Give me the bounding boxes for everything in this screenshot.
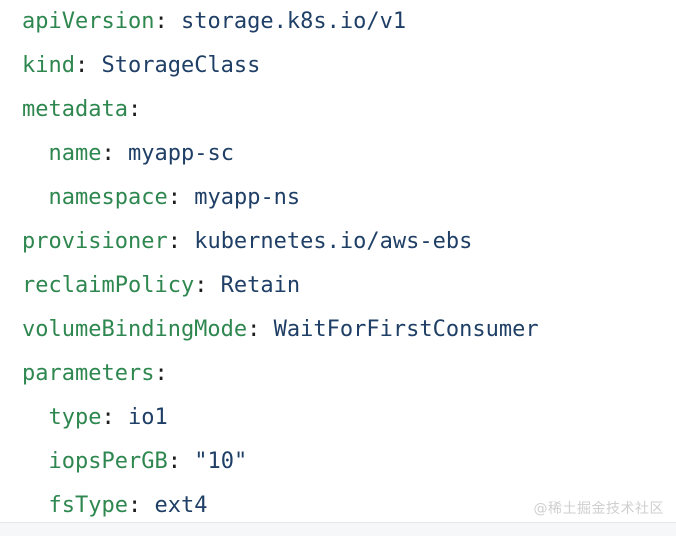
code-line: reclaimPolicy: Retain — [0, 264, 676, 308]
code-line: type: io1 — [0, 396, 676, 440]
code-indent — [22, 405, 49, 430]
yaml-key: volumeBindingMode — [22, 317, 248, 342]
code-line: parameters: — [0, 352, 676, 396]
yaml-key: fsType — [48, 493, 128, 518]
yaml-colon: : — [167, 185, 181, 210]
yaml-key: metadata — [22, 97, 128, 122]
yaml-colon: : — [154, 361, 168, 386]
yaml-key: reclaimPolicy — [22, 273, 195, 298]
code-line: name: myapp-sc — [0, 132, 676, 176]
yaml-key: apiVersion — [22, 9, 155, 34]
yaml-key: namespace — [48, 185, 168, 210]
yaml-value: myapp-sc — [114, 141, 234, 166]
yaml-colon: : — [101, 405, 115, 430]
yaml-value: "10" — [180, 449, 248, 474]
yaml-colon: : — [247, 317, 261, 342]
code-line: namespace: myapp-ns — [0, 176, 676, 220]
yaml-key: provisioner — [22, 229, 168, 254]
code-line: iopsPerGB: "10" — [0, 440, 676, 484]
yaml-value: myapp-ns — [180, 185, 301, 210]
yaml-key: iopsPerGB — [48, 449, 168, 474]
code-indent — [22, 449, 49, 474]
code-line: metadata: — [0, 88, 676, 132]
bottom-bar — [0, 522, 676, 536]
code-indent — [22, 493, 49, 518]
yaml-value: kubernetes.io/aws-ebs — [180, 229, 473, 254]
code-line: kind: StorageClass — [0, 44, 676, 88]
yaml-key: type — [48, 405, 102, 430]
yaml-colon: : — [194, 273, 208, 298]
yaml-value: WaitForFirstConsumer — [260, 317, 539, 342]
yaml-value: storage.k8s.io/v1 — [167, 9, 407, 34]
yaml-colon: : — [127, 493, 142, 518]
code-indent — [22, 185, 49, 210]
yaml-colon: : — [101, 141, 115, 166]
yaml-value: io1 — [114, 405, 168, 430]
yaml-key: name — [48, 141, 102, 166]
yaml-colon: : — [167, 449, 181, 474]
code-line: volumeBindingMode: WaitForFirstConsumer — [0, 308, 676, 352]
code-line: apiVersion: storage.k8s.io/v1 — [0, 0, 676, 44]
yaml-value: ext4 — [141, 493, 208, 518]
code-line: provisioner: kubernetes.io/aws-ebs — [0, 220, 676, 264]
code-line: fsType: ext4 — [0, 484, 676, 528]
watermark-label: @稀土掘金技术社区 — [533, 501, 664, 517]
code-indent — [22, 141, 49, 166]
yaml-value: StorageClass — [88, 53, 261, 78]
yaml-colon: : — [154, 9, 168, 34]
yaml-key: kind — [22, 53, 75, 78]
yaml-key: parameters — [22, 361, 155, 386]
yaml-colon: : — [127, 97, 142, 122]
yaml-value: Retain — [207, 273, 301, 298]
yaml-colon: : — [74, 53, 89, 78]
yaml-colon: : — [167, 229, 181, 254]
